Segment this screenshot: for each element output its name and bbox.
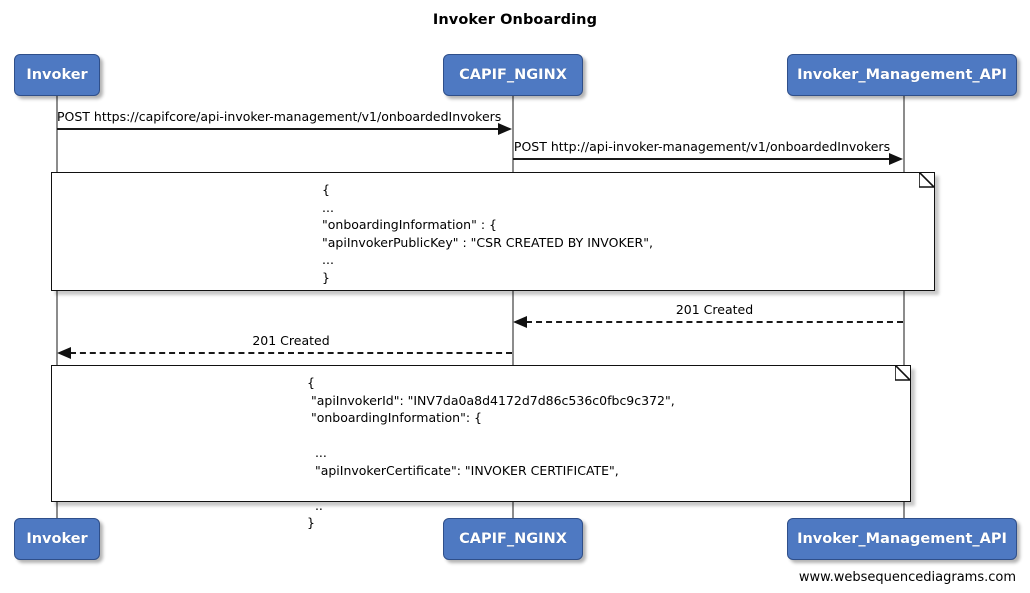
participant-invoker-bottom-label: Invoker xyxy=(26,531,88,547)
message-1-arrowhead-icon xyxy=(498,123,512,135)
page-title: Invoker Onboarding xyxy=(432,12,598,28)
message-3-line xyxy=(526,321,903,323)
participant-invoker-management-api-bottom-label: Invoker_Management_API xyxy=(797,531,1007,547)
message-1-line xyxy=(57,128,500,130)
message-4-label: 201 Created xyxy=(252,333,330,348)
message-3-label: 201 Created xyxy=(675,302,754,317)
note-request-payload: { ... "onboardingInformation" : { "apiIn… xyxy=(51,172,935,291)
message-4-line xyxy=(70,352,512,354)
participant-capif-nginx-bottom-label: CAPIF_NGINX xyxy=(459,531,567,547)
participant-capif-nginx-top-label: CAPIF_NGINX xyxy=(459,67,567,83)
note-response-payload-text: { "apiInvokerId": "INV7da0a8d4172d7d86c5… xyxy=(307,375,675,530)
note-fold-icon-2 xyxy=(895,365,911,381)
footer-attribution: www.websequencediagrams.com xyxy=(798,570,1016,585)
participant-invoker-bottom[interactable]: Invoker xyxy=(14,518,100,560)
lifeline-invoker xyxy=(56,96,58,520)
participant-capif-nginx-top[interactable]: CAPIF_NGINX xyxy=(443,54,583,96)
message-2-label: POST http://api-invoker-management/v1/on… xyxy=(513,139,891,154)
message-2-arrowhead-icon xyxy=(889,153,903,165)
note-fold-icon xyxy=(919,172,935,188)
participant-invoker-management-api-top-label: Invoker_Management_API xyxy=(797,67,1007,83)
lifeline-capif-nginx xyxy=(512,96,514,520)
participant-invoker-top-label: Invoker xyxy=(26,67,88,83)
message-4-arrowhead-icon xyxy=(57,347,71,359)
participant-invoker-management-api-bottom[interactable]: Invoker_Management_API xyxy=(787,518,1017,560)
participant-invoker-management-api-top[interactable]: Invoker_Management_API xyxy=(787,54,1017,96)
participant-capif-nginx-bottom[interactable]: CAPIF_NGINX xyxy=(443,518,583,560)
message-3-arrowhead-icon xyxy=(513,316,527,328)
message-1-label: POST https://capifcore/api-invoker-manag… xyxy=(57,109,502,124)
lifeline-invoker-management-api xyxy=(903,96,905,520)
message-2-line xyxy=(513,158,891,160)
note-response-payload: { "apiInvokerId": "INV7da0a8d4172d7d86c5… xyxy=(51,365,911,530)
note-request-payload-text: { ... "onboardingInformation" : { "apiIn… xyxy=(322,182,653,285)
participant-invoker-top[interactable]: Invoker xyxy=(14,54,100,96)
